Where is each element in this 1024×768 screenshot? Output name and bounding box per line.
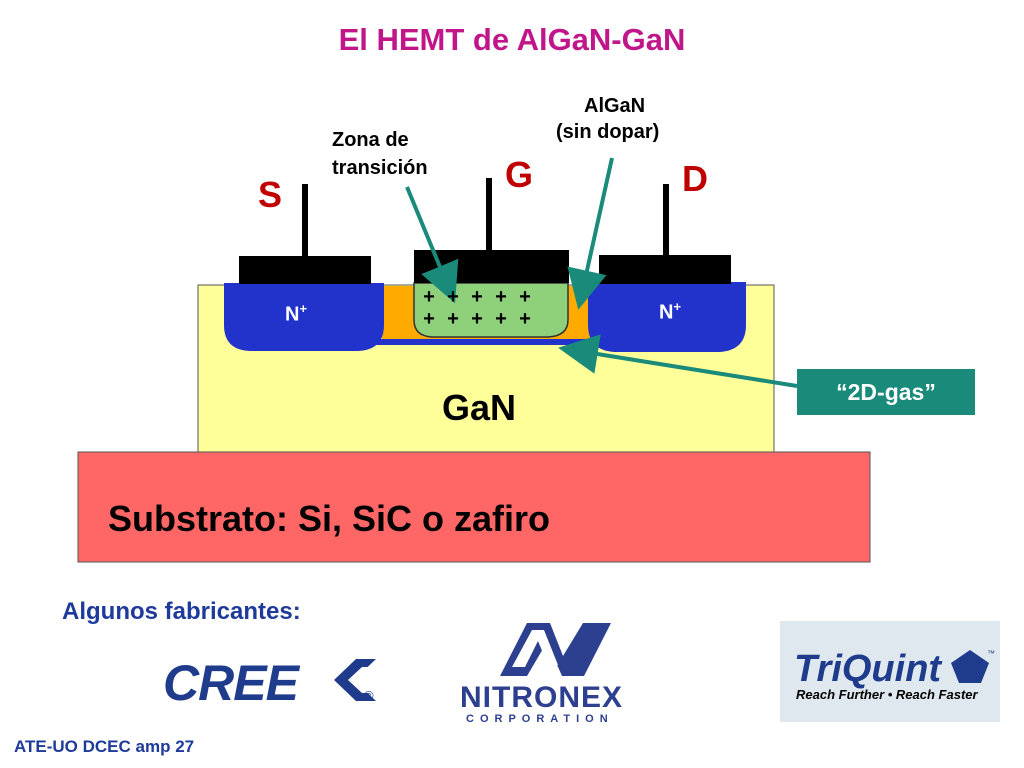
triquint-tm: ™	[987, 649, 995, 658]
manufacturers-heading: Algunos fabricantes:	[62, 598, 301, 625]
plus-charges-row2: + + + + +	[423, 309, 532, 332]
nitronex-logo: NITRONEX CORPORATION	[460, 623, 623, 725]
cree-chevron-icon	[334, 659, 376, 701]
nplus-right-label: N+	[659, 299, 682, 324]
triquint-text: TriQuint	[794, 648, 942, 690]
nitronex-text: NITRONEX	[460, 681, 623, 714]
zona-label-line2: transición	[332, 157, 428, 179]
gate-contact	[414, 250, 569, 283]
gate-terminal-label: G	[505, 154, 534, 195]
algan-label-line2: (sin dopar)	[556, 121, 660, 143]
triquint-tagline: Reach Further • Reach Faster	[796, 687, 978, 702]
triquint-logo: TriQuint ™ Reach Further • Reach Faster	[780, 621, 1000, 722]
nplus-left	[224, 283, 384, 351]
arrow-2dgas	[558, 334, 798, 388]
cree-logo-text: CREE	[163, 655, 301, 711]
algan-label-line1: AlGaN	[584, 95, 646, 117]
substrate-layer	[77, 451, 871, 563]
cree-reg-mark: ®	[364, 688, 374, 703]
nitronex-sub-text: CORPORATION	[466, 713, 614, 725]
nplus-right	[588, 282, 746, 352]
plus-charges-row1: + + + + +	[423, 287, 532, 310]
source-contact	[239, 256, 371, 284]
gate-wire	[486, 178, 492, 250]
arrow-algan	[567, 157, 614, 310]
zona-label-line1: Zona de	[332, 129, 409, 151]
footer-text: ATE-UO DCEC amp 27	[14, 737, 195, 756]
substrate-label: Substrato: Si, SiC o zafiro	[108, 498, 551, 539]
arrow-zona	[405, 186, 459, 304]
cree-logo: CREE ®	[163, 655, 376, 711]
triquint-pentagon-icon	[951, 650, 989, 683]
source-wire	[302, 184, 308, 256]
drain-terminal-label: D	[682, 158, 708, 199]
2d-gas-channel	[370, 339, 606, 345]
nplus-left-label: N+	[285, 301, 308, 326]
page-title: El HEMT de AlGaN-GaN	[338, 22, 686, 57]
gan-label: GaN	[442, 387, 517, 428]
2d-gas-label: “2D-gas”	[797, 369, 975, 415]
drain-contact	[599, 255, 731, 284]
source-terminal-label: S	[258, 174, 283, 215]
nitronex-n-icon	[500, 623, 611, 676]
drain-wire	[663, 184, 669, 256]
